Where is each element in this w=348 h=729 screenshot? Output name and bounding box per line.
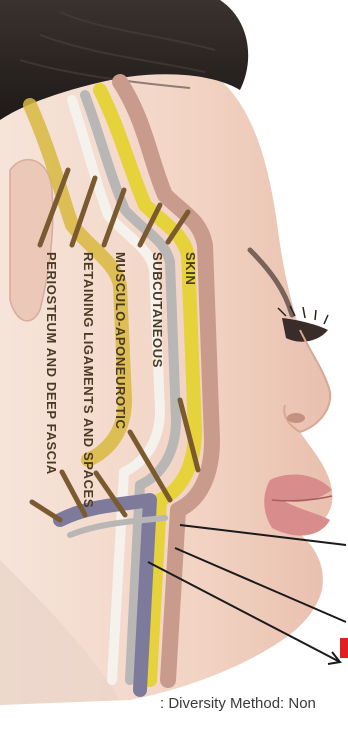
label-skin: SKIN bbox=[183, 252, 198, 285]
nostril bbox=[287, 413, 305, 423]
label-musculo: MUSCULO-APONEUROTIC bbox=[113, 252, 128, 430]
red-marker bbox=[340, 638, 348, 658]
label-subcutaneous: SUBCUTANEOUS bbox=[150, 252, 165, 368]
label-periosteum: PERIOSTEUM AND DEEP FASCIA bbox=[44, 252, 59, 475]
label-retaining: RETAINING LIGAMENTS AND SPACES bbox=[81, 252, 96, 508]
footer-caption: : Diversity Method: Non bbox=[160, 695, 316, 712]
